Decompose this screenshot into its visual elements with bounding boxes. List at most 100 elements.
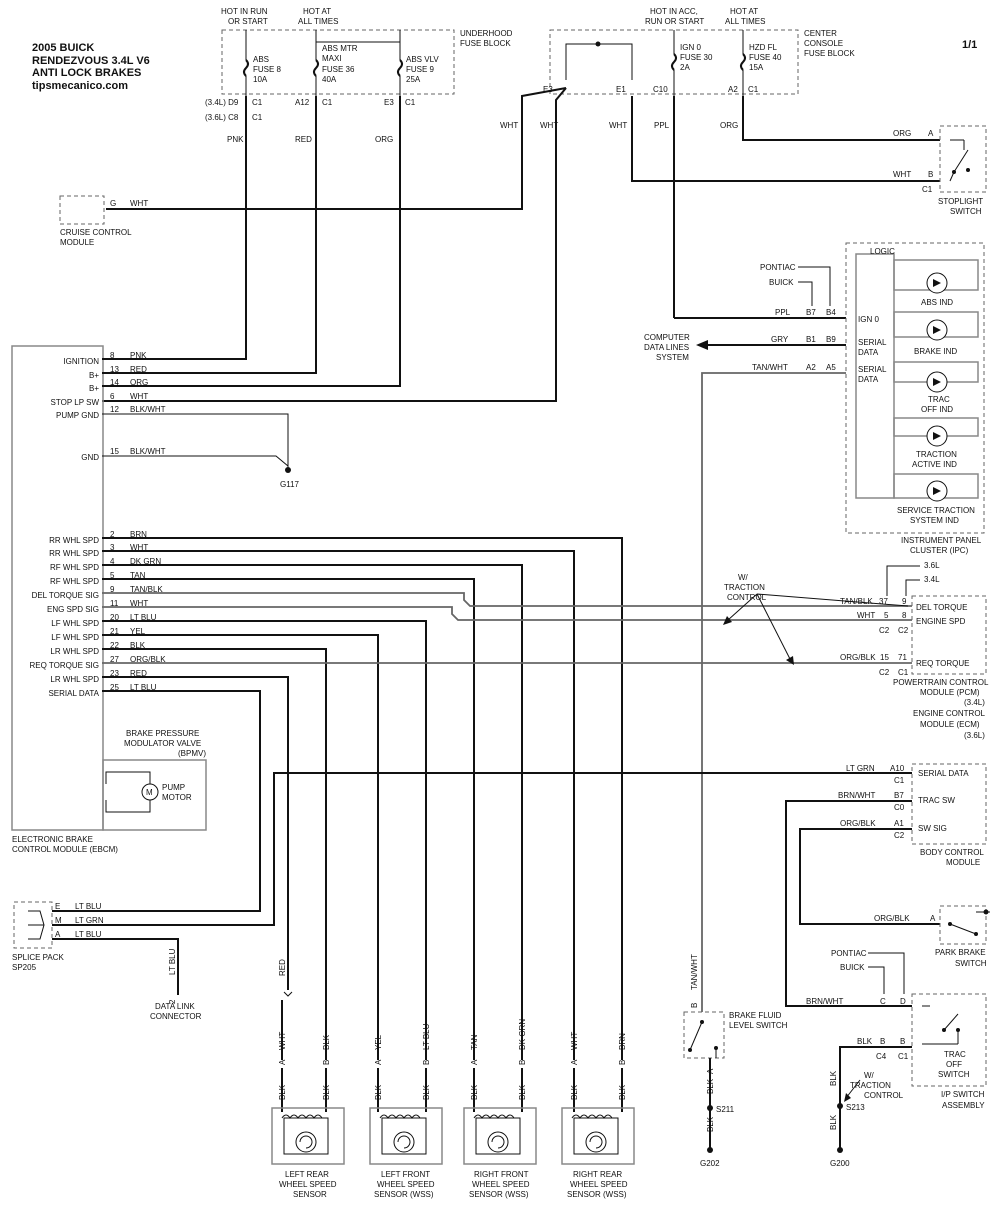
bcm-wire-3: ORG/BLK — [840, 819, 876, 828]
ws-pin-b: B — [422, 1060, 431, 1065]
ebcm-pin-num: 27 — [110, 655, 119, 664]
ebcm-pin-name: DEL TORQUE SIG — [32, 591, 99, 600]
ebcm-pin-name: RF WHL SPD — [50, 563, 99, 572]
pcm-name-1: DEL TORQUE — [916, 603, 967, 612]
ebcm-pin-num: 5 — [110, 571, 115, 580]
sl-pin-b: B — [928, 170, 933, 179]
ebcm-pin-wire: ORG — [130, 378, 148, 387]
body-control-module: LT GRN A10 C1 SERIAL DATA BRN/WHT B7 C0 … — [838, 763, 987, 867]
cc-wire-wht-1: WHT — [500, 121, 518, 130]
to-label-3: SWITCH — [938, 1070, 970, 1079]
pump-1: PUMP — [162, 783, 185, 792]
bcm-label-2: MODULE — [946, 858, 980, 867]
to-label-1: TRAC — [944, 1050, 966, 1059]
cc-f2-a: HZD FL — [749, 43, 778, 52]
ebcm-pin-wire: DK GRN — [130, 557, 161, 566]
uh-wire-pnk: PNK — [227, 135, 244, 144]
ipc-ind-ta-1: TRACTION — [916, 450, 957, 459]
ebcm-label-1: ELECTRONIC BRAKE — [12, 835, 93, 844]
bcm-wire-1: LT GRN — [846, 764, 875, 773]
ground-g200-icon — [837, 1147, 843, 1153]
underhood-fuse-box — [221, 29, 455, 95]
left-front-sensor: YEL LT BLU A B BLK BLK LEFT FRONT WHEEL … — [369, 1023, 443, 1199]
ebcm-pin-num: 22 — [110, 641, 119, 650]
ws-l1: LEFT REAR — [285, 1170, 329, 1179]
cdl-label-1: COMPUTER — [644, 333, 690, 342]
to-w-3: CONTROL — [864, 1091, 904, 1100]
sensor-housing-icon — [369, 1107, 443, 1165]
ground-g117: G117 — [280, 480, 300, 489]
uh-f1-a: ABS — [253, 55, 269, 64]
ws-wa: WHT — [570, 1032, 579, 1050]
ebcm-pin-wire: WHT — [130, 543, 148, 552]
pcm-c1: C1 — [898, 668, 909, 677]
pcm-p1-1: 37 — [879, 597, 888, 606]
ipc-data-2: DATA — [858, 375, 879, 384]
pcm-wire-1: TAN/BLK — [840, 597, 873, 606]
ebcm-pin-name: LR WHL SPD — [50, 647, 99, 656]
ebcm-pin-num: 15 — [110, 447, 119, 456]
pcm-label-4: ENGINE CONTROL — [913, 709, 986, 718]
to-b-1: B — [880, 1037, 885, 1046]
console-fuse-block: HOT IN ACC, RUN OR START HOT AT ALL TIME… — [500, 7, 855, 130]
ebcm-pin-wire: PNK — [130, 351, 147, 360]
cc-hot-at-2: ALL TIMES — [725, 17, 765, 26]
ebcm-pin-wire: WHT — [130, 599, 148, 608]
cruise-control-module: G WHT CRUISE CONTROL MODULE — [59, 195, 148, 247]
ws-pin-a: A — [470, 1059, 479, 1065]
uh-pin-c8: (3.6L) C8 — [205, 113, 239, 122]
pcm-wire-2: WHT — [857, 611, 875, 620]
ipc-data-1: DATA — [858, 348, 879, 357]
pcm-p2-2: 8 — [902, 611, 907, 620]
pcm-module: W/ TRACTION CONTROL 3.6L 3.4L TAN/BLK 37… — [723, 561, 989, 740]
ipc-ind-abs: ABS IND — [921, 298, 953, 307]
ws-l1: LEFT FRONT — [381, 1170, 430, 1179]
ipc-ign0: IGN 0 — [858, 315, 879, 324]
ground-g202-icon — [707, 1147, 713, 1153]
bpmv-2: MODULATOR VALVE — [124, 739, 201, 748]
uh-block-label-2: FUSE BLOCK — [460, 39, 511, 48]
brake-fluid-level-switch: TAN/WHT B BRAKE FLUID LEVEL SWITCH A BLK… — [683, 954, 788, 1168]
fluid-blk-2: BLK — [706, 1116, 715, 1132]
ebcm-module: BRAKE PRESSURE MODULATOR VALVE (BPMV) M … — [11, 345, 207, 854]
uh-wire-org: ORG — [375, 135, 393, 144]
cc-hot-acc-2: RUN OR START — [645, 17, 704, 26]
cc-wire-org: ORG — [720, 121, 738, 130]
to-blk-2: BLK — [829, 1070, 838, 1086]
ebcm-pin-num: 12 — [110, 405, 119, 414]
ebcm-pin-num: 3 — [110, 543, 115, 552]
ws-l2: WHEEL SPEED — [570, 1180, 628, 1189]
ebcm-pin-name: ENG SPD SIG — [47, 605, 99, 614]
dlc-label-2: CONNECTOR — [150, 1012, 202, 1021]
pcm-p1-3: 15 — [880, 653, 889, 662]
ebcm-pin-wire: BLK/WHT — [130, 405, 166, 414]
pcm-34l: 3.4L — [924, 575, 940, 584]
to-label-2: OFF — [946, 1060, 962, 1069]
sl-conn: C1 — [922, 185, 933, 194]
ipc-label-2: CLUSTER (IPC) — [910, 546, 969, 555]
ipc-b7: B7 — [806, 308, 816, 317]
ebcm-pin-num: 14 — [110, 378, 119, 387]
ws-pin-b: B — [618, 1060, 627, 1065]
to-pin-d: D — [900, 997, 906, 1006]
ebcm-pin-name: RF WHL SPD — [50, 577, 99, 586]
fluid-splice: S211 — [716, 1105, 735, 1114]
uh-conn-3: C1 — [322, 98, 333, 107]
bcm-pin-1: A10 — [890, 764, 905, 773]
ipc-serial-1: SERIAL — [858, 338, 887, 347]
splice-wire-e: LT BLU — [75, 902, 102, 911]
ebcm-pin-name: IGNITION — [63, 357, 99, 366]
uh-pin-e3: E3 — [384, 98, 394, 107]
ws-l3: SENSOR (WSS) — [469, 1190, 529, 1199]
pcm-c2-c: C2 — [879, 668, 890, 677]
title-site: tipsmecanico.com — [32, 80, 128, 92]
to-blk-1: BLK — [857, 1037, 873, 1046]
cruise-wire: WHT — [130, 199, 148, 208]
bcm-conn-2: C0 — [894, 803, 905, 812]
pump-2: MOTOR — [162, 793, 192, 802]
bcm-pin-3: A1 — [894, 819, 904, 828]
pb-label-1: PARK BRAKE — [935, 948, 986, 957]
left-rear-sensor: RED WHT BLK A B BLK BLK LEFT REAR WHEEL … — [271, 959, 345, 1199]
ebcm-pin-num: 4 — [110, 557, 115, 566]
uh-hot-at-1: HOT AT — [303, 7, 331, 16]
